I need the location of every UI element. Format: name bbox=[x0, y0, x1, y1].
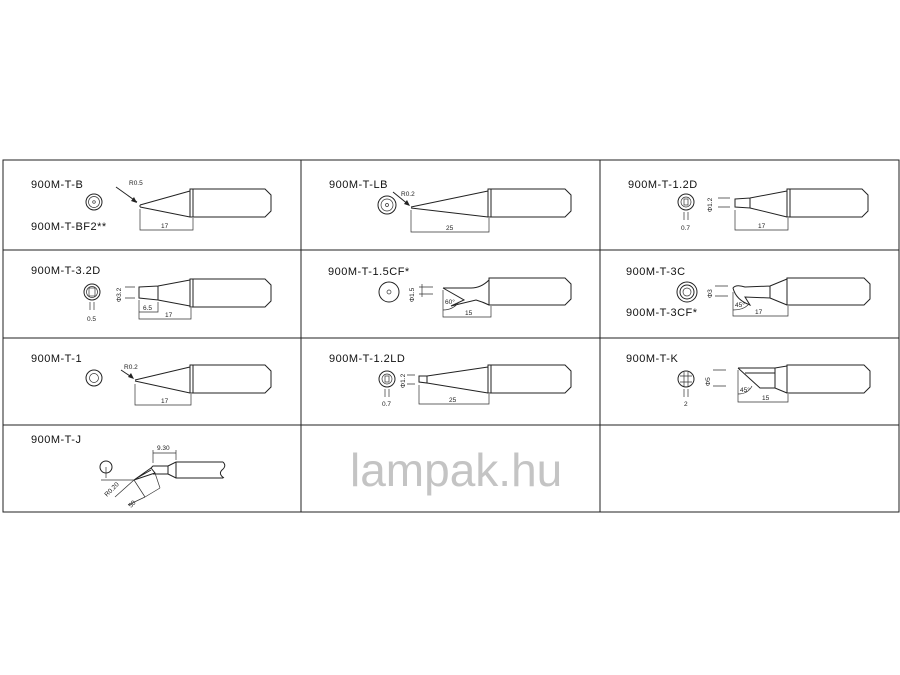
tip-name: 900M-T-B bbox=[31, 179, 83, 191]
length-label: 17 bbox=[161, 398, 169, 405]
tip-end-view-icon bbox=[85, 193, 103, 211]
diameter-label: Φ3.2 bbox=[116, 287, 123, 302]
tip-cell-900m-t-1-2d: 900M-T-1.2D 0.7 Φ1.2 17 bbox=[628, 179, 869, 232]
length-label: 17 bbox=[755, 309, 763, 316]
diameter-label: Φ1.2 bbox=[707, 197, 714, 212]
radius-label: R0.20 bbox=[103, 481, 120, 498]
radius-label: R0.2 bbox=[401, 191, 415, 198]
tip-handle bbox=[487, 364, 572, 394]
tip-end-view-icon bbox=[99, 460, 134, 481]
tip-cell-900m-t-k: 900M-T-K 2 Φ5 45° 15 bbox=[626, 353, 871, 408]
tip-cell-900m-t-j: 900M-T-J 9.30 R0.20 50 bbox=[31, 434, 226, 509]
tip-name: 900M-T-J bbox=[31, 434, 81, 446]
radius-label: R0.5 bbox=[129, 180, 143, 187]
tip-handle bbox=[488, 277, 572, 306]
thickness-label: 0.5 bbox=[87, 316, 96, 323]
tip-cell-900m-t-lb: 900M-T-LB R0.2 25 bbox=[329, 179, 572, 233]
tip-end-view-icon bbox=[83, 283, 101, 301]
diameter-label: Φ1.2 bbox=[400, 373, 407, 388]
length-label: 17 bbox=[165, 312, 173, 319]
tip-name: 900M-T-1.2LD bbox=[329, 353, 405, 365]
tip-name: 900M-T-LB bbox=[329, 179, 388, 191]
tip-length-label: 6.5 bbox=[143, 305, 152, 312]
radius-label: R0.2 bbox=[124, 364, 138, 371]
tip-cell-900m-t-1-2ld: 900M-T-1.2LD 0.7 Φ1.2 25 bbox=[329, 353, 572, 408]
diameter-label: Φ1.5 bbox=[409, 287, 416, 302]
tip-end-view-icon bbox=[677, 370, 695, 388]
length-label: 15 bbox=[762, 395, 770, 402]
tip-handle bbox=[189, 278, 272, 308]
thickness-label: 0.7 bbox=[681, 225, 690, 232]
tip-handle bbox=[487, 188, 572, 218]
diameter-label: Φ5 bbox=[705, 377, 712, 386]
tip-name: 900M-T-3.2D bbox=[31, 265, 101, 277]
tip-handle bbox=[786, 188, 869, 218]
tip-name: 900M-T-K bbox=[626, 353, 678, 365]
tip-end-view-icon bbox=[378, 370, 396, 388]
tip-handle bbox=[189, 364, 272, 394]
tip-cell-900m-t-1-5cf: 900M-T-1.5CF* Φ1.5 60° 15 bbox=[328, 266, 572, 318]
angle-label: 60° bbox=[445, 298, 455, 306]
tip-alt-name: 900M-T-BF2** bbox=[31, 221, 107, 233]
tip-name: 900M-T-1.5CF* bbox=[328, 266, 410, 278]
angle-label: 50 bbox=[127, 499, 137, 509]
tip-name: 900M-T-3C bbox=[626, 266, 686, 278]
thickness-label: 0.7 bbox=[382, 401, 391, 408]
tip-handle bbox=[189, 188, 272, 218]
table-grid bbox=[2, 159, 900, 513]
angle-label: 45° bbox=[740, 386, 750, 394]
tip-end-view-icon bbox=[677, 193, 695, 211]
tip-cell-900m-t-b: 900M-T-B 900M-T-BF2** R0.5 17 bbox=[31, 179, 272, 233]
tip-cell-900m-t-3-2d: 900M-T-3.2D 0.5 Φ3.2 6.5 17 bbox=[31, 265, 272, 323]
break-line bbox=[219, 461, 226, 479]
thickness-label: 2 bbox=[684, 401, 688, 408]
tip-end-view-icon bbox=[378, 281, 400, 303]
tip-name: 900M-T-1 bbox=[31, 353, 82, 365]
tip-name: 900M-T-1.2D bbox=[628, 179, 698, 191]
length-label: 17 bbox=[161, 223, 169, 230]
tip-cell-900m-t-1: 900M-T-1 R0.2 17 bbox=[31, 353, 272, 406]
tip-handle bbox=[786, 364, 871, 394]
length-label: 25 bbox=[446, 225, 454, 232]
length-label: 25 bbox=[449, 397, 457, 404]
length-label: 17 bbox=[758, 223, 766, 230]
length-label: 15 bbox=[465, 310, 473, 317]
tip-end-view-icon bbox=[85, 369, 103, 387]
tip-end-view-icon bbox=[377, 195, 397, 215]
tip-cell-900m-t-3c: 900M-T-3C 900M-T-3CF* Φ3 45° 17 bbox=[626, 266, 871, 319]
offset-label: 9.30 bbox=[157, 445, 170, 452]
tip-alt-name: 900M-T-3CF* bbox=[626, 307, 698, 319]
tip-end-view-icon bbox=[676, 281, 698, 303]
watermark: lampak.hu bbox=[350, 444, 562, 496]
diameter-label: Φ3 bbox=[707, 289, 714, 298]
angle-label: 45° bbox=[735, 301, 745, 309]
tip-handle bbox=[786, 277, 871, 306]
